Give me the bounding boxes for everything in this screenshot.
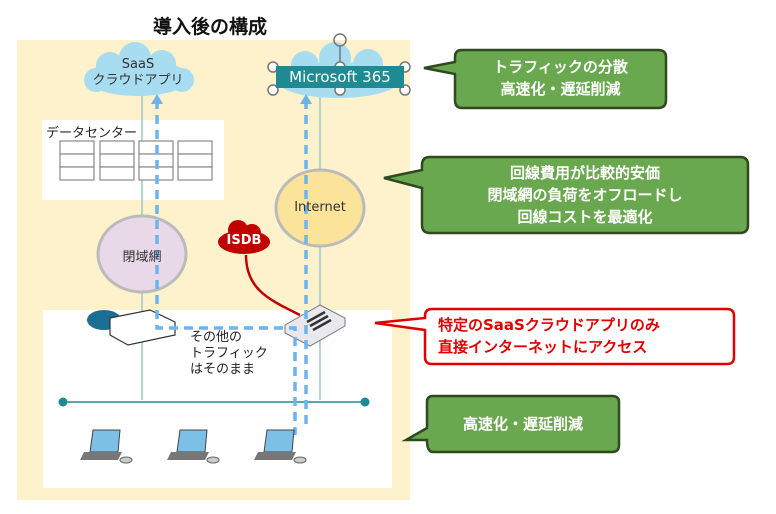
appliance-icon [284, 304, 346, 347]
closed-network-label: 閉域網 [122, 250, 162, 265]
internet-label: Internet [294, 200, 346, 215]
callout-line: 高速化・遅延削減 [500, 80, 621, 98]
isdb-cloud-icon [218, 220, 270, 254]
saas-cloud-icon [84, 42, 194, 96]
closed-network-node [96, 214, 188, 294]
callout-line: 高速化・遅延削減 [462, 415, 583, 433]
saas-cloud-label: SaaS クラウドアプリ [88, 57, 188, 89]
microsoft365-label[interactable]: Microsoft 365 [276, 66, 404, 88]
callout-line: 閉域網の負荷をオフロードし [487, 186, 683, 204]
other-traffic-line: はそのまま [190, 362, 256, 377]
server-rack-icons [59, 140, 213, 181]
laptop-icons [80, 429, 307, 464]
diagram-title: 導入後の構成 [152, 16, 267, 38]
isdb-link [244, 254, 301, 317]
callout-line: 特定のSaaSクラウドアプリのみ [438, 316, 660, 334]
callout-line: 直接インターネットにアクセス [438, 338, 648, 356]
callout-traffic-distribution: トラフィックの分散 高速化・遅延削減 [455, 56, 666, 100]
traffic-path-dashed [155, 100, 308, 435]
callout-line: トラフィックの分散 [493, 58, 628, 76]
datacenter-label: データセンター [46, 126, 138, 141]
callout-direct-access-shape [374, 307, 736, 366]
callout-direct-access: 特定のSaaSクラウドアプリのみ 直接インターネットにアクセス [438, 314, 734, 358]
arrow-head [151, 94, 163, 104]
arrow-head [300, 94, 312, 104]
internet-node [274, 168, 366, 248]
callout-speedup-shape [401, 394, 621, 454]
other-traffic-note: その他の トラフィック はそのまま [190, 330, 268, 378]
other-traffic-line: その他の [190, 330, 243, 345]
callout-cost: 回線費用が比較的安価 閉域網の負荷をオフロードし 回線コストを最適化 [422, 162, 748, 228]
callout-speedup: 高速化・遅延削減 [427, 413, 619, 435]
callout-line: 回線コストを最適化 [517, 208, 653, 226]
saas-label-line2: クラウドアプリ [92, 73, 184, 88]
callout-cost-shape [383, 155, 750, 235]
callout-traffic-distribution-shape [423, 48, 668, 110]
saas-label-line1: SaaS [121, 57, 155, 72]
callout-line: 回線費用が比較的安価 [509, 164, 660, 182]
other-traffic-line: トラフィック [190, 346, 268, 361]
isdb-label: ISDB [226, 233, 262, 248]
